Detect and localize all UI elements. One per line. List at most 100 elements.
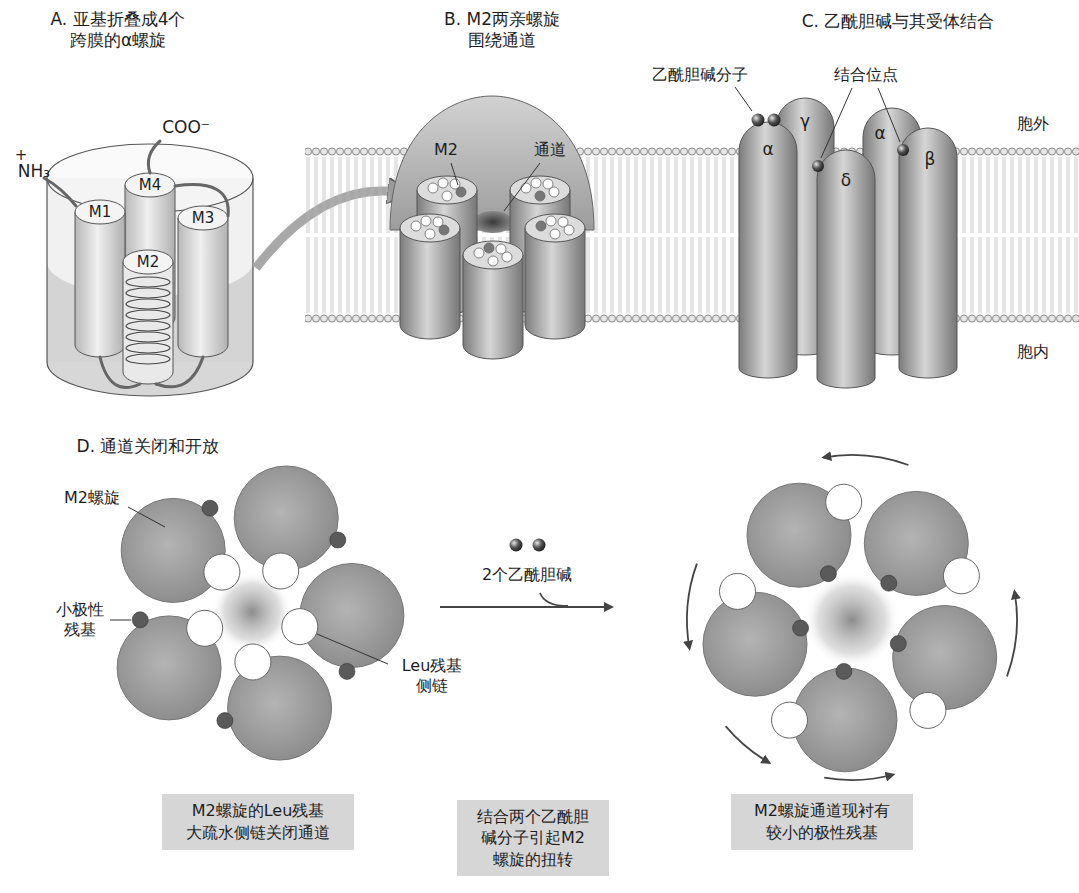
acetylcholine-ball bbox=[752, 114, 765, 127]
helix-dots bbox=[411, 216, 449, 239]
helix-dot bbox=[425, 229, 435, 239]
caption-box: M2螺旋的Leu残基 大疏水侧链关闭通道 bbox=[162, 794, 354, 849]
m2-dot bbox=[439, 225, 449, 235]
polar-residue bbox=[793, 620, 809, 636]
helix-dot bbox=[549, 187, 559, 197]
helix-dots bbox=[536, 216, 574, 239]
m2-dot bbox=[456, 187, 466, 197]
helix-dots bbox=[428, 178, 466, 201]
callout-label: 小极性 残基 bbox=[49, 600, 111, 640]
polar-residue bbox=[890, 636, 906, 652]
subunit-delta bbox=[817, 150, 875, 388]
caption-text: M2螺旋的Leu残基 大疏水侧链关闭通道 bbox=[172, 800, 344, 843]
subunit-top bbox=[417, 176, 477, 204]
helix-dot bbox=[421, 216, 431, 226]
coil-turn bbox=[126, 343, 170, 353]
leader-line bbox=[128, 507, 165, 527]
callout-label: Leu残基 侧链 bbox=[393, 656, 471, 696]
polar-residue bbox=[820, 566, 836, 582]
helix-dot bbox=[521, 183, 531, 193]
polar-residues bbox=[793, 566, 907, 680]
rotation-arrow bbox=[1007, 591, 1017, 676]
subunit-top bbox=[510, 176, 570, 204]
leader-line bbox=[451, 163, 458, 185]
rotation-arrow bbox=[687, 564, 697, 649]
transition-arrow bbox=[440, 606, 612, 608]
caption-text: 结合两个乙酰胆 碱分子引起M2 螺旋的扭转 bbox=[467, 806, 599, 871]
leu-residue bbox=[235, 644, 271, 680]
subunit-label: δ bbox=[841, 170, 851, 191]
rotation-arrow bbox=[824, 775, 893, 781]
m2-dot bbox=[484, 243, 494, 253]
binding-site bbox=[812, 160, 824, 172]
polar-residues bbox=[132, 500, 355, 728]
callout-label: M2 bbox=[434, 140, 458, 160]
polar-residue bbox=[339, 663, 355, 679]
helix-dots bbox=[474, 243, 512, 266]
coil-turn bbox=[126, 288, 170, 298]
acetylcholine-ball bbox=[510, 539, 523, 552]
polar-residue bbox=[132, 612, 148, 628]
callout-label: 结合位点 bbox=[834, 65, 898, 85]
leu-side-chains bbox=[187, 553, 318, 680]
coil-turn bbox=[126, 277, 170, 287]
leader-line bbox=[317, 634, 388, 664]
n-terminal-chain bbox=[44, 178, 76, 206]
helix-label: M1 bbox=[89, 203, 112, 222]
acetylcholine-ball bbox=[533, 539, 546, 552]
subunit-top bbox=[463, 241, 523, 269]
helix-dot bbox=[502, 252, 512, 262]
helix-dot bbox=[550, 229, 560, 239]
leu-residue bbox=[826, 484, 862, 520]
m2-helix bbox=[121, 498, 225, 602]
rotation-arrows bbox=[687, 455, 1017, 780]
polar-residue bbox=[881, 575, 897, 591]
leader-line bbox=[735, 87, 752, 111]
leu-residue bbox=[204, 554, 240, 590]
polar-residue bbox=[330, 532, 346, 548]
loop-chain bbox=[44, 141, 228, 388]
leu-residue bbox=[720, 573, 756, 609]
leu-side-chains bbox=[720, 484, 980, 738]
helix-top bbox=[123, 250, 173, 274]
panel-a-subunit bbox=[44, 141, 253, 396]
m2-helices bbox=[117, 466, 404, 760]
coil-turn bbox=[126, 354, 170, 364]
m2-helix bbox=[300, 564, 404, 668]
caption-box: M2螺旋通道现衬有 较小的极性残基 bbox=[731, 794, 913, 849]
subunit-label: β bbox=[925, 149, 936, 170]
helix-top bbox=[75, 200, 125, 224]
caption-text: M2螺旋通道现衬有 较小的极性残基 bbox=[741, 800, 903, 843]
callout-label: 通道 bbox=[534, 140, 566, 160]
helix-label: M3 bbox=[192, 209, 215, 228]
helix-dot bbox=[438, 178, 448, 188]
polar-residue bbox=[202, 500, 218, 516]
m2-dot bbox=[535, 191, 545, 201]
open-channel bbox=[687, 455, 1017, 780]
region-label: 胞外 bbox=[1017, 114, 1049, 134]
loop-chain bbox=[100, 357, 140, 388]
binding-site bbox=[897, 144, 909, 156]
helix-dot bbox=[564, 225, 574, 235]
callout-label: 2个乙酰胆碱 bbox=[482, 565, 572, 585]
helix-label: M2 bbox=[137, 253, 160, 272]
pore-shade bbox=[804, 572, 900, 668]
panel-heading: A. 亚基折叠成4个 跨膜的α螺旋 bbox=[36, 9, 201, 52]
coil-turn bbox=[126, 332, 170, 342]
helix-dot bbox=[442, 191, 452, 201]
panel-heading: C. 乙酰胆碱与其受体结合 bbox=[802, 11, 995, 32]
helix-cylinder bbox=[123, 262, 173, 384]
helix-dot bbox=[411, 221, 421, 231]
subunit-beta bbox=[899, 128, 957, 378]
helix-dot bbox=[488, 256, 498, 266]
channel-pore bbox=[473, 211, 513, 233]
coil-turn bbox=[126, 299, 170, 309]
terminus-label: COO⁻ bbox=[162, 117, 210, 138]
helix-cylinder bbox=[75, 212, 125, 357]
leu-residue bbox=[282, 609, 318, 645]
leu-residue bbox=[910, 692, 946, 728]
loop-chain bbox=[156, 357, 203, 387]
panel-c-receptor bbox=[735, 87, 957, 388]
caption-box: 结合两个乙酰胆 碱分子引起M2 螺旋的扭转 bbox=[457, 800, 609, 877]
leu-residue bbox=[943, 558, 979, 594]
